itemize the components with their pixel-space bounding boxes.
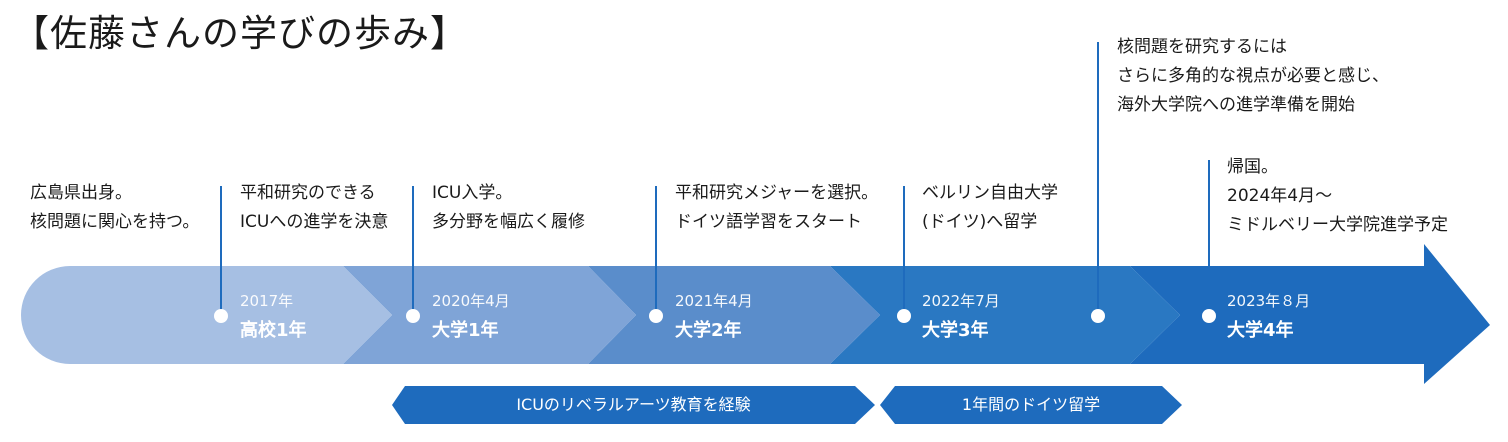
milestone-date: 2017年	[240, 292, 294, 310]
note-hiroshima: 広島県出身。 核問題に関心を持つ。	[30, 179, 199, 237]
note-line: ミドルベリー大学院進学予定	[1227, 215, 1448, 235]
note-line: 多分野を幅広く履修	[432, 212, 585, 232]
milestone-year: 大学2年	[675, 320, 742, 341]
note-grad-prep: 核問題を研究するには さらに多角的な視点が必要と感じ、 海外大学院への進学準備を…	[1117, 33, 1389, 120]
milestone-dot	[214, 309, 228, 323]
timeline-segment-4	[830, 266, 1180, 364]
milestone-date: 2022年7月	[922, 292, 1000, 310]
note-line: 広島県出身。	[30, 183, 132, 203]
note-line: 2024年4月～	[1227, 186, 1333, 206]
band-liberal-arts	[392, 386, 875, 424]
band-germany-study	[880, 386, 1182, 424]
note-icu-decision: 平和研究のできる ICUへの進学を決意	[240, 179, 388, 237]
timeline-segment-5	[1130, 244, 1490, 384]
page-title: 【佐藤さんの学びの歩み】	[12, 12, 468, 55]
milestone-dot	[649, 309, 663, 323]
note-line: 核問題に関心を持つ。	[30, 212, 200, 232]
milestone-year: 大学3年	[922, 320, 989, 341]
timeline-segment-3	[588, 266, 880, 364]
timeline-segment-1	[21, 266, 392, 364]
note-peace-major: 平和研究メジャーを選択。 ドイツ語学習をスタート	[675, 179, 878, 237]
band-label-liberal-arts: ICUのリベラルアーツ教育を経験	[516, 395, 751, 414]
milestone-year: 高校1年	[240, 320, 307, 341]
milestone-dot	[1202, 309, 1216, 323]
milestone-dot	[1091, 309, 1105, 323]
milestone-year: 大学4年	[1227, 320, 1294, 341]
note-line: (ドイツ)へ留学	[922, 212, 1038, 232]
milestone-dot	[897, 309, 911, 323]
note-line: 海外大学院への進学準備を開始	[1117, 95, 1355, 115]
note-line: ベルリン自由大学	[922, 183, 1058, 203]
note-line: ICUへの進学を決意	[240, 212, 389, 232]
milestone-dot	[406, 309, 420, 323]
note-berlin: ベルリン自由大学 (ドイツ)へ留学	[922, 179, 1058, 237]
note-line: ICU入学。	[432, 183, 513, 203]
note-line: 核問題を研究するには	[1117, 37, 1287, 57]
milestone-date: 2023年８月	[1227, 292, 1311, 310]
band-label-germany-study: 1年間のドイツ留学	[961, 395, 1101, 414]
note-line: さらに多角的な視点が必要と感じ、	[1117, 66, 1389, 86]
milestone-date: 2020年4月	[432, 292, 510, 310]
note-return: 帰国。 2024年4月～ ミドルベリー大学院進学予定	[1227, 153, 1448, 240]
timeline-segment-2	[343, 266, 636, 364]
milestone-year: 大学1年	[432, 320, 499, 341]
note-line: 平和研究のできる	[240, 183, 376, 203]
milestone-date: 2021年4月	[675, 292, 753, 310]
note-line: ドイツ語学習をスタート	[675, 212, 862, 232]
note-line: 平和研究メジャーを選択。	[675, 183, 879, 203]
note-icu-entry: ICU入学。 多分野を幅広く履修	[432, 179, 585, 237]
note-line: 帰国。	[1227, 157, 1278, 177]
